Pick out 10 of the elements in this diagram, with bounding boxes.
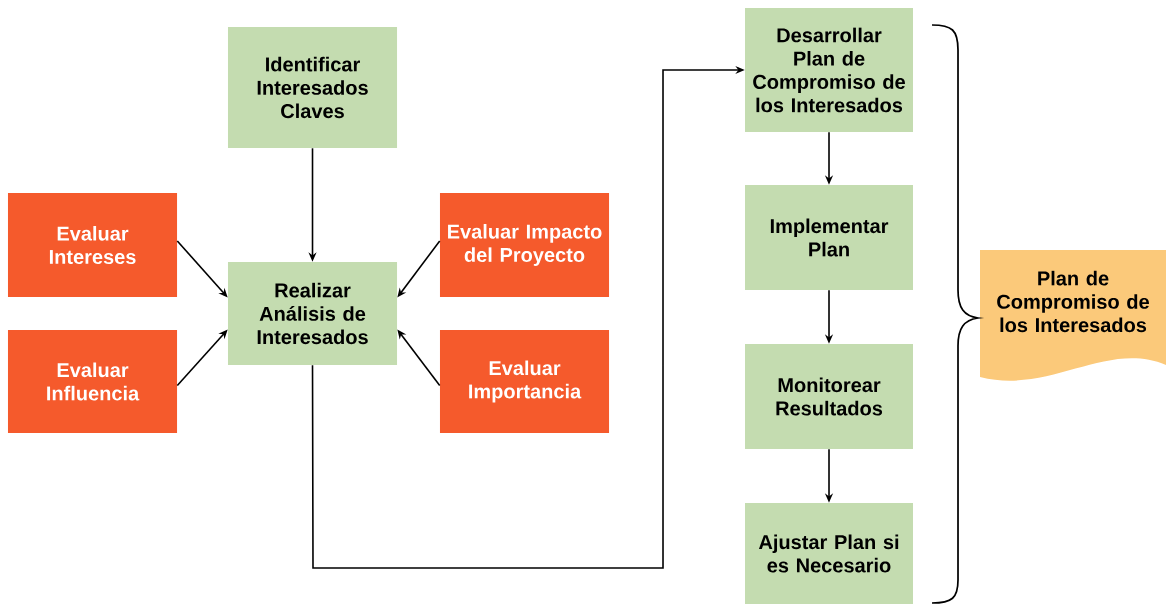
process-box: Implementar Plan [745, 184, 913, 291]
process-box: Ajustar Plan si es Necesario [745, 502, 913, 604]
evaluation-box: Evaluar Influencia [8, 330, 178, 433]
process-box: Desarrollar Plan de Compromiso de los Interesados [745, 8, 913, 132]
process-box: Identificar Interesados Claves [228, 26, 398, 148]
process-box: Monitorear Resultados [745, 343, 913, 449]
evaluation-box: Evaluar Intereses [8, 193, 178, 297]
process-box: Realizar Análisis de Interesados [228, 262, 398, 365]
evaluation-box: Evaluar Importancia [440, 330, 610, 433]
evaluation-box: Evaluar Impacto del Proyecto [440, 193, 610, 297]
